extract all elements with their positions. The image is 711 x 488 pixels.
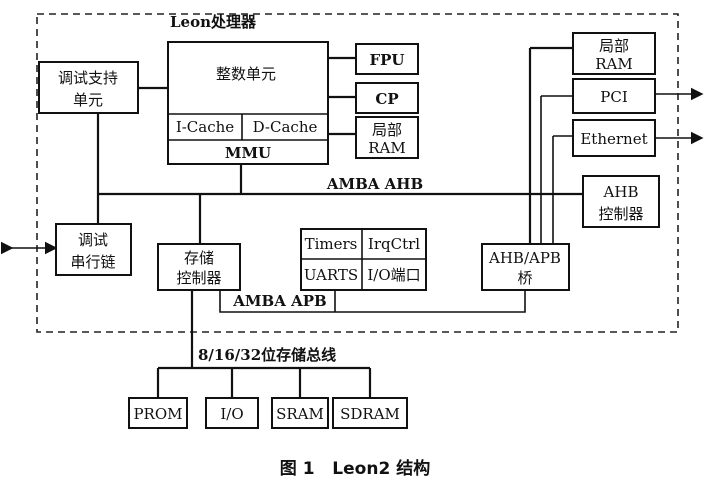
ahb-apb-bridge-box (481, 243, 570, 291)
timers-label: Timers (305, 235, 358, 253)
debug-serial-link-box (55, 223, 132, 276)
local-ram-left-label-1: 局部 (372, 121, 402, 139)
cp-label: CP (375, 90, 398, 108)
figure-caption: 图 1 Leon2 结构 (280, 458, 430, 479)
pci-label: PCI (600, 88, 628, 106)
icache-label: I-Cache (176, 118, 234, 136)
cp-box (355, 82, 419, 114)
sdram-label: SDRAM (340, 405, 400, 423)
ethernet-box (572, 119, 656, 157)
local-ram-left-box (355, 116, 419, 159)
leon-processor-label: Leon处理器 (170, 13, 257, 31)
prom-box (128, 397, 188, 429)
amba-apb-label: AMBA APB (232, 292, 326, 310)
ahb-controller-box (582, 175, 660, 228)
memory-controller-label-2: 控制器 (176, 269, 221, 287)
ethernet-label: Ethernet (580, 130, 647, 148)
integer-unit-block (167, 41, 329, 165)
ahb-controller-label-2: 控制器 (598, 205, 643, 223)
pci-box (572, 78, 656, 114)
uarts-label: UARTS (304, 266, 358, 284)
fpu-box (355, 43, 419, 75)
dcache-label: D-Cache (253, 118, 318, 136)
io-box (205, 397, 259, 429)
debug-serial-label-1: 调试 (78, 231, 108, 249)
debug-support-label-2: 单元 (73, 91, 103, 109)
memory-controller-box (157, 243, 241, 291)
amba-ahb-label: AMBA AHB (326, 175, 423, 193)
ahb-apb-bridge-label-2: 桥 (517, 269, 532, 287)
local-ram-right-label-2: RAM (595, 55, 633, 73)
local-ram-left-label-2: RAM (368, 139, 406, 157)
io-label: I/O (220, 405, 243, 423)
memory-controller-label-1: 存储 (184, 249, 214, 267)
irqctrl-label: IrqCtrl (368, 235, 420, 253)
io-port-label: I/O端口 (367, 266, 420, 284)
sram-box (271, 397, 329, 429)
memory-bus-label: 8/16/32位存储总线 (198, 346, 336, 364)
sdram-box (332, 397, 408, 429)
local-ram-right-box (572, 32, 656, 75)
ahb-apb-bridge-label-1: AHB/APB (488, 249, 561, 267)
fpu-label: FPU (369, 51, 404, 69)
mmu-label: MMU (225, 144, 271, 162)
sram-label: SRAM (276, 405, 324, 423)
prom-label: PROM (133, 405, 182, 423)
debug-serial-label-2: 串行链 (70, 253, 115, 271)
local-ram-right-label-1: 局部 (599, 37, 629, 55)
ahb-controller-label-1: AHB (603, 183, 639, 201)
debug-support-unit (38, 61, 139, 114)
integer-unit-label: 整数单元 (216, 65, 276, 83)
leon-processor-boundary (36, 13, 679, 333)
amba-apb-bus (219, 290, 526, 313)
debug-support-label-1: 调试支持 (58, 69, 118, 87)
